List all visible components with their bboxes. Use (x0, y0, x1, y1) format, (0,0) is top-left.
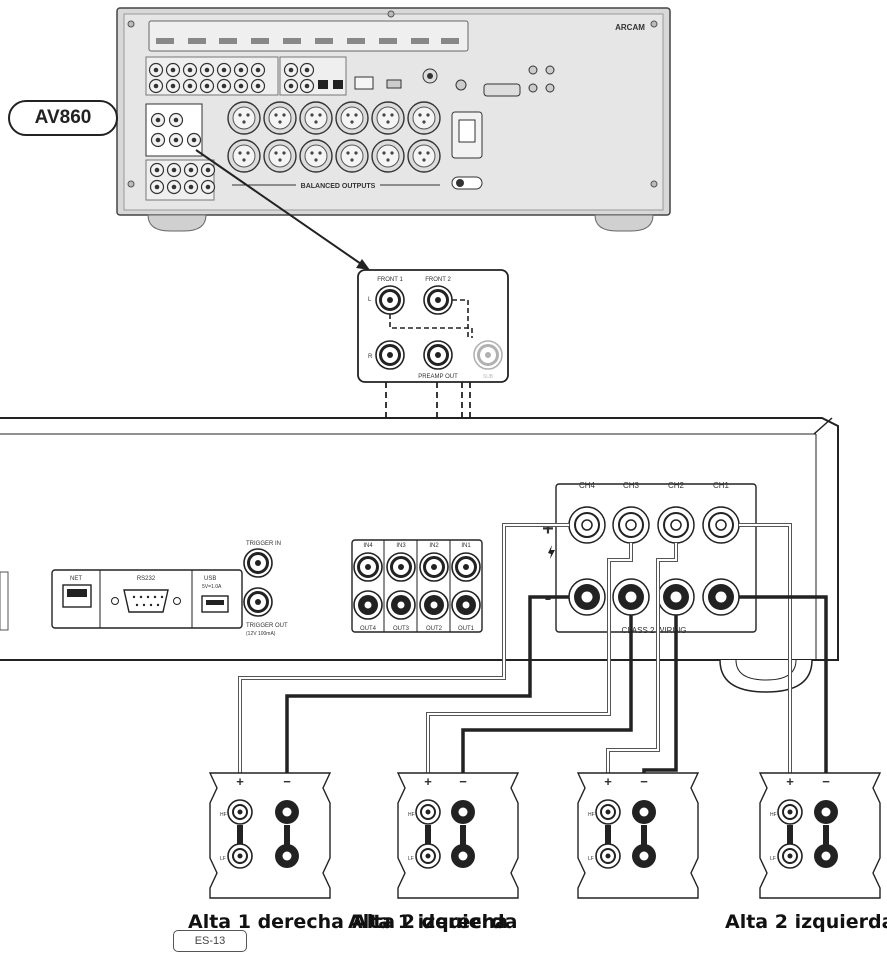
preamp-out-zoom: FRONT 1 FRONT 2 L R PREAMP OUT SUB (357, 269, 509, 383)
speaker-3-plus: + (604, 774, 612, 789)
page-code: ES-13 (173, 930, 247, 952)
speaker-3-name: Alta 2 derecha (352, 911, 508, 933)
ch-label-2: CH2 (668, 481, 685, 490)
class2-wiring-label: CLASS 2 WIRING (622, 626, 687, 635)
speaker-4-hf: HF (770, 812, 777, 818)
ch-label-3: CH3 (623, 481, 640, 490)
speaker-2-lf: LF (408, 856, 414, 862)
in-label-4: IN4 (363, 543, 373, 549)
ch-label-4: CH4 (579, 481, 596, 490)
zoom-letter-r: R (368, 354, 373, 360)
balanced-outputs-label: BALANCED OUTPUTS (301, 183, 376, 190)
speaker-4-plus: + (786, 774, 794, 789)
speaker-4-name: Alta 2 izquierda (725, 911, 887, 933)
speaker-2-hf: HF (408, 812, 415, 818)
speaker-4-lf: LF (770, 856, 776, 862)
speaker-4: + − HF LF (758, 772, 882, 899)
brand-label: ARCAM (615, 23, 645, 32)
rs232-label: RS232 (137, 576, 156, 582)
out-label-4: OUT4 (360, 626, 377, 632)
trigger-out-sublabel: (12V 100mA) (246, 631, 276, 637)
trigger-out-label: TRIGGER OUT (246, 623, 288, 629)
speaker-1-hf: HF (220, 812, 227, 818)
speaker-1-lf: LF (220, 856, 226, 862)
speaker-2-plus: + (424, 774, 432, 789)
zoom-preamp-label: PREAMP OUT (418, 374, 458, 380)
ch-label-1: CH1 (713, 481, 730, 490)
speaker-3: + − HF LF (576, 772, 700, 899)
in-label-1: IN1 (461, 543, 471, 549)
speaker-3-lf: LF (588, 856, 594, 862)
amplifier-unit: NET RS232 USB 5V=1.0A TRIGGER IN TRIGGER… (0, 417, 839, 693)
out-label-2: OUT2 (426, 626, 443, 632)
zoom-label-front2: FRONT 2 (425, 277, 451, 283)
speaker-2-name: Alta 1 izquierda (348, 911, 517, 933)
usb-label: USB (204, 576, 216, 582)
trigger-in-label: TRIGGER IN (246, 541, 281, 547)
speaker-2: + − HF LF (396, 772, 520, 899)
zoom-label-front1: FRONT 1 (377, 277, 403, 283)
in-label-3: IN3 (396, 543, 406, 549)
zoom-extra-label: SUB (483, 374, 494, 380)
speaker-4-minus: − (822, 774, 830, 789)
zoom-letter-l: L (368, 297, 372, 303)
lightning-icon (548, 545, 555, 559)
speaker-1-name: Alta 1 derecha (188, 911, 344, 933)
speaker-wires (238, 523, 828, 790)
speaker-1-minus: − (283, 774, 291, 789)
out-label-1: OUT1 (458, 626, 475, 632)
speaker-2-minus: − (459, 774, 467, 789)
av860-model-label: AV860 (8, 100, 118, 136)
speaker-1-plus: + (236, 774, 244, 789)
pointer-arrow (195, 149, 370, 270)
av860-unit: ARCAM (116, 7, 671, 232)
speaker-1: + − HF LF (208, 772, 332, 899)
in-label-2: IN2 (429, 543, 439, 549)
plus-sign: + (542, 518, 554, 540)
speaker-3-minus: − (640, 774, 648, 789)
out-label-3: OUT3 (393, 626, 410, 632)
net-label: NET (70, 576, 82, 582)
rs232-port (123, 589, 169, 613)
usb-sublabel: 5V=1.0A (202, 584, 222, 590)
speaker-3-hf: HF (588, 812, 595, 818)
